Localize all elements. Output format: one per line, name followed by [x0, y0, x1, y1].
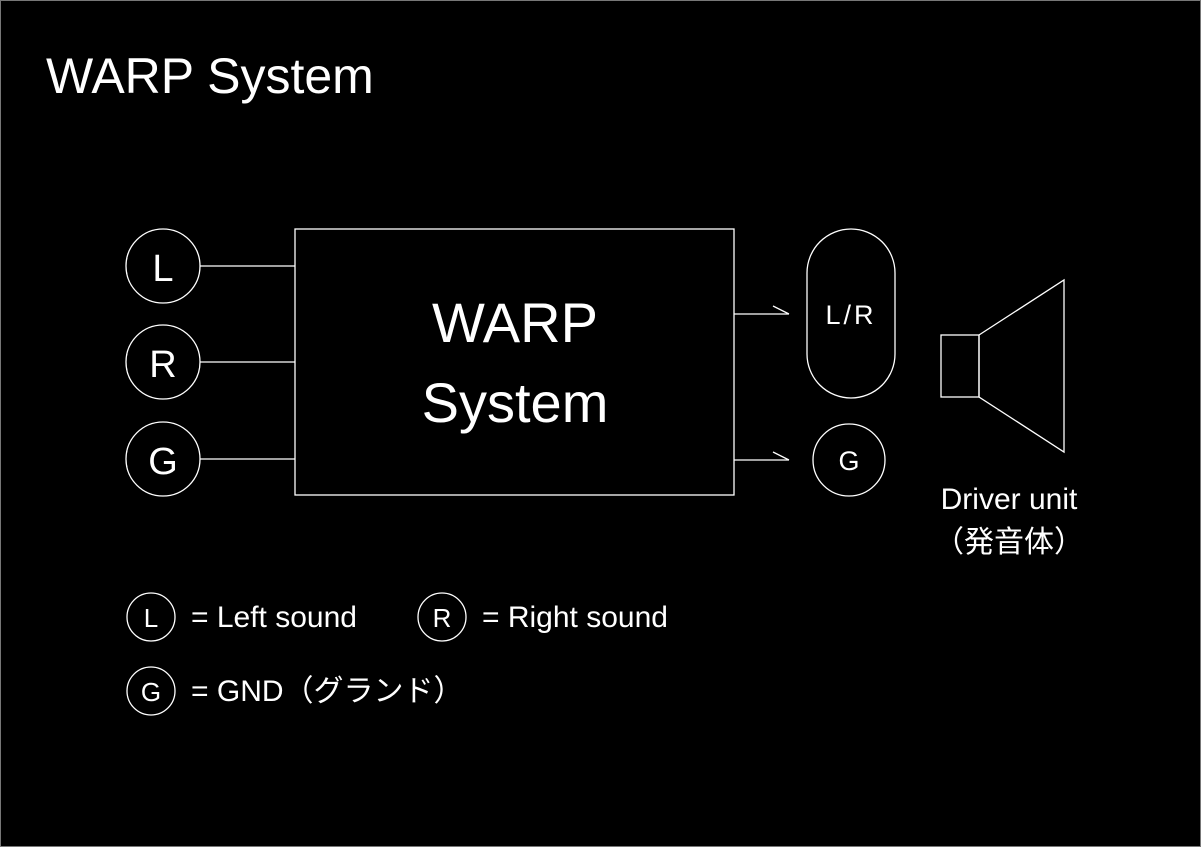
output-lr-label: L/R [825, 300, 876, 330]
output-g-arrow-head [772, 451, 790, 461]
legend-r-letter: R [433, 603, 452, 633]
legend-g-letter: G [141, 677, 161, 707]
speaker-icon [940, 278, 1065, 454]
legend-item-g: G = GND（グランド） [126, 666, 464, 716]
output-lr-terminal: L/R [806, 228, 896, 399]
speaker-magnet [940, 334, 980, 398]
speaker-cone [978, 278, 1065, 454]
input-l-label: L [152, 248, 173, 290]
legend-l-letter: L [144, 603, 158, 633]
page-title: WARP System [46, 48, 374, 104]
processor-label-line1: WARP [432, 291, 598, 354]
legend-l-circle [126, 592, 176, 642]
output-g-terminal: G [812, 423, 886, 497]
legend-r-text: = Right sound [482, 601, 668, 634]
legend-g-text: = GND（グランド） [191, 675, 464, 708]
legend-item-r: R = Right sound [417, 592, 668, 642]
output-lr-arrow [734, 305, 790, 315]
output-g-circle [812, 423, 886, 497]
processor-label-line2: System [422, 371, 609, 434]
driver-label-jp: （発音体） [934, 526, 1084, 559]
driver-label-en: Driver unit [941, 483, 1078, 516]
legend-item-l: L = Left sound [126, 592, 357, 642]
output-g-arrow [734, 451, 790, 461]
output-lr-capsule [806, 228, 896, 399]
output-g-label: G [838, 446, 859, 476]
input-r-node: R [125, 324, 201, 400]
warp-processor-box: WARP System [294, 228, 735, 496]
legend-g-circle [126, 666, 176, 716]
output-lr-arrow-head [772, 305, 790, 315]
input-l-node: L [125, 228, 201, 304]
processor-frame [294, 228, 735, 496]
input-r-label: R [149, 344, 176, 386]
legend-r-circle [417, 592, 467, 642]
input-g-node: G [125, 421, 201, 497]
legend-l-text: = Left sound [191, 601, 357, 634]
input-g-label: G [148, 441, 178, 483]
